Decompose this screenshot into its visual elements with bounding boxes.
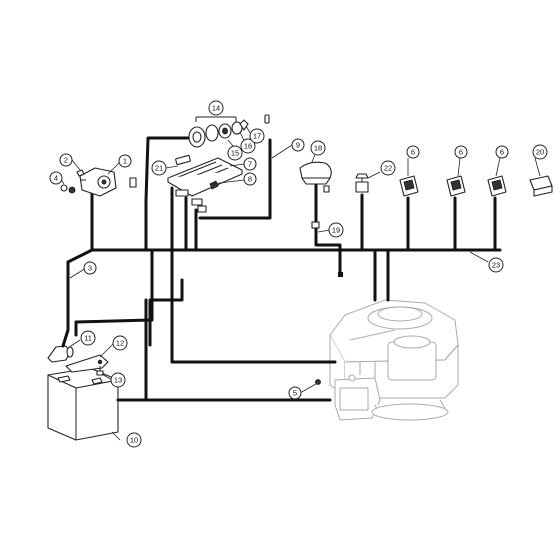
wiring-harness <box>61 136 502 402</box>
callout-1: 1 <box>118 154 132 168</box>
svg-text:11: 11 <box>84 334 92 343</box>
svg-text:7: 7 <box>248 160 252 169</box>
svg-text:5: 5 <box>293 389 297 398</box>
callout-5: 5 <box>288 386 302 400</box>
callout-4: 4 <box>49 171 63 185</box>
svg-text:4: 4 <box>54 174 58 183</box>
svg-text:6: 6 <box>411 148 415 157</box>
battery-strap <box>65 354 109 373</box>
callout-3: 3 <box>83 261 97 275</box>
svg-text:21: 21 <box>155 164 163 173</box>
svg-text:9: 9 <box>296 141 300 150</box>
callout-7: 7 <box>243 157 257 171</box>
svg-text:20: 20 <box>536 148 544 157</box>
callout-16: 16 <box>240 138 256 154</box>
leader-lines <box>59 125 541 441</box>
callout-23: 23 <box>488 257 504 273</box>
terminal-boot <box>47 345 74 363</box>
svg-text:19: 19 <box>332 226 340 235</box>
svg-text:13: 13 <box>114 376 122 385</box>
safety-switch-1 <box>399 175 419 197</box>
terminal-nut <box>76 169 85 177</box>
oil-sensor <box>355 173 369 193</box>
callout-15: 15 <box>227 145 243 161</box>
svg-text:3: 3 <box>88 264 92 273</box>
engine-fastener <box>315 379 321 385</box>
svg-text:17: 17 <box>253 132 261 141</box>
safety-switch-3 <box>487 175 507 197</box>
svg-text:12: 12 <box>116 339 124 348</box>
engine <box>329 299 459 421</box>
callout-13: 13 <box>110 372 126 388</box>
callout-17: 17 <box>249 128 265 144</box>
safety-switch-2 <box>446 175 466 197</box>
callout-19: 19 <box>328 222 344 238</box>
svg-text:16: 16 <box>244 142 252 151</box>
callout-9: 9 <box>291 138 305 152</box>
callout-14: 14 <box>208 100 224 116</box>
svg-text:22: 22 <box>384 164 392 173</box>
svg-text:6: 6 <box>459 148 463 157</box>
svg-text:23: 23 <box>492 261 500 270</box>
svg-text:18: 18 <box>314 144 322 153</box>
callouts: 1 2 4 3 5 6 6 6 7 8 9 10 11 12 13 14 15 … <box>49 100 548 448</box>
svg-text:10: 10 <box>130 436 138 445</box>
callout-10: 10 <box>126 432 142 448</box>
callout-6b: 6 <box>454 145 468 159</box>
svg-text:14: 14 <box>212 104 220 113</box>
svg-text:2: 2 <box>64 156 68 165</box>
svg-text:6: 6 <box>500 148 504 157</box>
callout-20: 20 <box>532 144 548 160</box>
svg-text:15: 15 <box>231 149 239 158</box>
callout-2: 2 <box>59 153 73 167</box>
washers <box>60 184 76 194</box>
callout-21: 21 <box>151 160 167 176</box>
starter-solenoid <box>79 167 137 197</box>
svg-text:8: 8 <box>248 175 252 184</box>
relay <box>529 175 553 197</box>
seat-switch <box>299 161 332 193</box>
callout-11: 11 <box>80 330 96 346</box>
callout-22: 22 <box>380 160 396 176</box>
callout-12: 12 <box>112 335 128 351</box>
svg-text:1: 1 <box>123 157 127 166</box>
callout-6c: 6 <box>495 145 509 159</box>
control-panel <box>167 154 243 213</box>
key-switch <box>188 114 270 148</box>
battery-bolt <box>96 366 104 376</box>
callout-8: 8 <box>243 172 257 186</box>
battery <box>47 367 119 441</box>
callout-6a: 6 <box>406 145 420 159</box>
callout-18: 18 <box>310 140 326 156</box>
